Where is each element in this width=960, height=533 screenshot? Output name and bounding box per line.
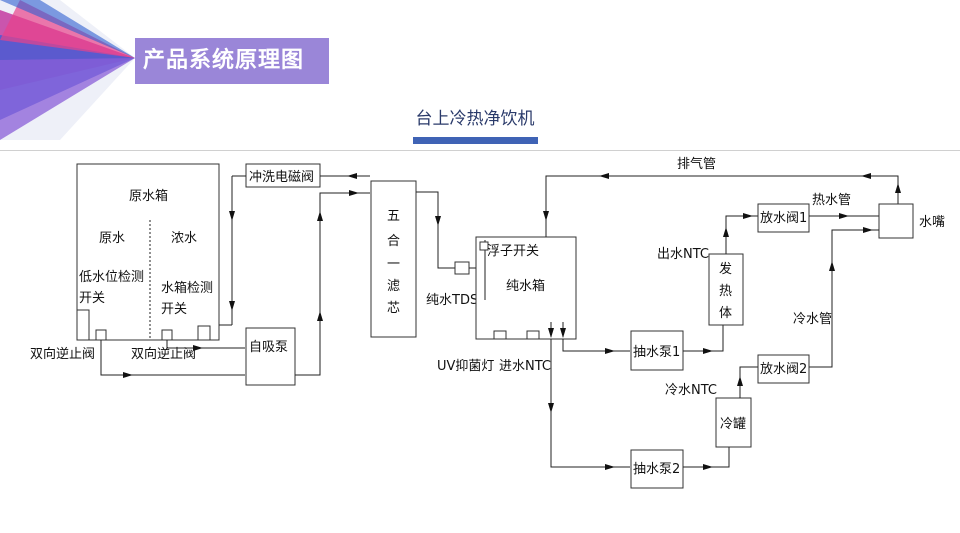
raw-water-label: 原水 [99,231,125,246]
check-valve-b-label: 双向逆止阀 [131,346,196,362]
brand-logo-graphic [0,0,135,140]
page-title: 产品系统原理图 [135,38,329,84]
filter-char-5: 芯 [387,301,400,316]
check-valve-a-label: 双向逆止阀 [30,346,95,362]
inlet-ntc-label: 进水NTC [499,359,551,374]
pump-2-box [630,449,684,489]
pure-tank-label: 纯水箱 [506,278,545,294]
release-valve-1-box [757,203,810,233]
cold-tank-label: 冷罐 [720,417,746,432]
filter-char-3: 一 [387,257,400,272]
pure-tank-box [475,236,577,340]
filter-char-1: 五 [387,209,400,224]
low-level-switch-label: 低水位检测 [79,270,144,285]
diagram-subtitle: 台上冷热净饮机 [415,109,535,129]
cold-ntc-label: 冷水NTC [665,383,717,398]
heater-char-1: 发 [719,261,732,277]
faucet-label: 水嘴 [919,215,945,230]
frame-divider [0,150,960,151]
subtitle-underline [413,137,538,144]
filter-char-4: 滤 [387,279,400,294]
pure-tds-label: 纯水TDS [426,293,478,308]
tank-detect-switch-label: 水箱检测 [161,280,213,296]
filter-cartridge-box [370,180,417,338]
raw-tank-box [76,163,220,341]
exhaust-pipe-label: 排气管 [677,156,716,172]
filter-char-2: 合 [387,234,400,249]
hot-pipe-label: 热水管 [812,193,851,208]
concentrate-label: 浓水 [171,231,197,246]
cold-pipe-label: 冷水管 [793,312,832,327]
release-valve-2-label: 放水阀2 [760,362,807,377]
pump-1-label: 抽水泵1 [633,345,680,360]
heater-char-3: 体 [719,306,732,321]
faucet-box [878,203,914,239]
tank-detect-switch-label-2: 开关 [161,302,187,317]
raw-tank-label: 原水箱 [129,188,168,204]
cold-tank-box [715,397,752,448]
release-valve-1-label: 放水阀1 [760,211,807,226]
uv-lamp-label: UV抑菌灯 [437,359,494,374]
low-level-switch-label-2: 开关 [79,291,105,306]
release-valve-2-box [757,354,810,384]
self-priming-pump-box [245,327,296,386]
pump-1-box [630,330,684,371]
flush-valve-label: 冲洗电磁阀 [249,170,314,185]
heater-char-2: 热 [719,284,732,299]
float-switch-label: 浮子开关 [487,244,539,259]
self-priming-pump-label: 自吸泵 [249,340,288,355]
pump-2-label: 抽水泵2 [633,462,680,477]
outlet-ntc-label: 出水NTC [657,247,709,262]
